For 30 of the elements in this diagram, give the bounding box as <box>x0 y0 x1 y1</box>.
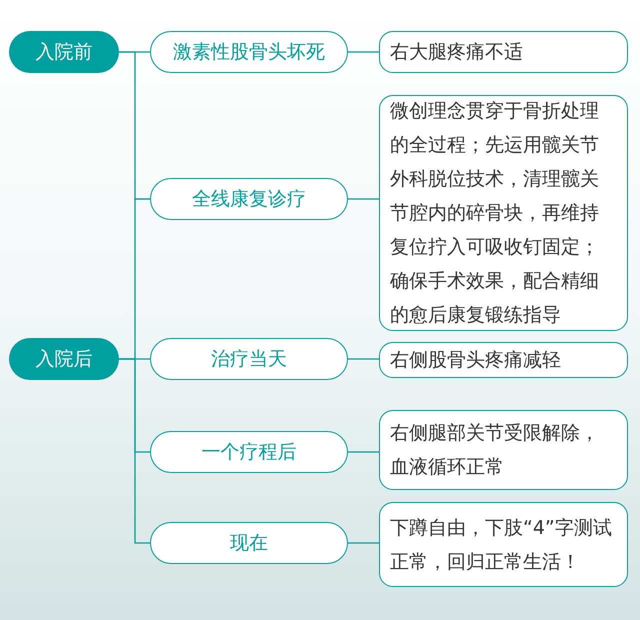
node-text: 右侧股骨头疼痛减轻 <box>390 348 561 373</box>
node-text: 右侧腿部关节受限解除，血液循环正常 <box>390 421 600 480</box>
node-text: 全线康复诊疗 <box>192 186 306 212</box>
detail-box <box>379 95 628 331</box>
detail-box <box>379 410 628 490</box>
connector-line <box>348 542 379 544</box>
node-text: 入院后 <box>36 346 92 372</box>
connector-line <box>119 358 150 544</box>
node-text: 现在 <box>230 530 268 556</box>
node-text: 激素性股骨头坏死 <box>173 40 325 65</box>
node-text: 右大腿疼痛不适 <box>390 40 523 65</box>
step-pill <box>150 522 348 564</box>
detail-box <box>379 502 628 587</box>
step-pill <box>150 431 348 473</box>
detail-box <box>379 31 628 73</box>
node-text: 一个疗程后 <box>202 440 296 465</box>
stage-pill <box>9 338 119 380</box>
node-text: 治疗当天 <box>211 346 287 372</box>
step-pill <box>150 31 348 73</box>
connector-line <box>348 51 379 53</box>
node-text: 入院前 <box>36 40 92 65</box>
node-text: 微创理念贯穿于骨折处理的全过程；先运用髋关节外科脱位技术，清理髋关节腔内的碎骨块，再维持复位拧入可吸收钉固定；确保手术效果，配合精细的愈后康复锻练指导 <box>390 99 600 328</box>
step-pill <box>150 178 348 220</box>
step-pill <box>150 338 348 380</box>
stage-pill <box>9 31 119 73</box>
node-text: 下蹲自由，下肢“4”字测试正常，回归正常生活！ <box>390 516 613 574</box>
connector-line <box>348 358 379 360</box>
connector-line <box>348 198 379 200</box>
detail-box <box>379 342 628 378</box>
connector-line <box>348 451 379 453</box>
